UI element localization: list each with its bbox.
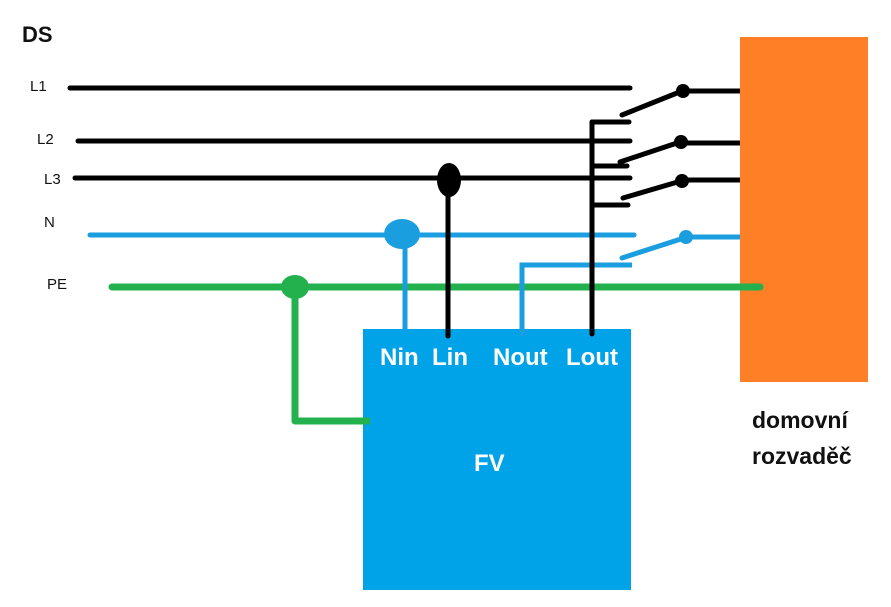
board-label-line1: domovní <box>752 407 848 433</box>
label-n: N <box>44 214 55 231</box>
switch-arm-l1 <box>619 88 685 118</box>
switch-arm-l3 <box>620 178 684 201</box>
terminal-nin: Nin <box>380 344 419 371</box>
label-l2: L2 <box>37 131 54 148</box>
terminal-lout: Lout <box>566 344 618 371</box>
wire-pe-to-fv <box>291 287 370 425</box>
terminal-nout: Nout <box>493 344 548 371</box>
board-label: domovní rozvaděč <box>752 402 852 474</box>
fv-inverter-box <box>363 329 631 590</box>
switch-arm-l2 <box>617 139 683 165</box>
board-label-line2: rozvaděč <box>752 443 852 469</box>
label-l3: L3 <box>44 171 61 188</box>
fv-label: FV <box>474 450 505 477</box>
label-pe: PE <box>47 276 68 293</box>
label-l1: L1 <box>30 78 47 95</box>
wire-nout <box>519 262 632 336</box>
distribution-board <box>740 37 868 382</box>
terminal-lin: Lin <box>432 344 468 371</box>
switch-arm-n <box>619 235 687 261</box>
n-junction <box>384 219 420 249</box>
diagram-title: DS <box>22 22 53 47</box>
